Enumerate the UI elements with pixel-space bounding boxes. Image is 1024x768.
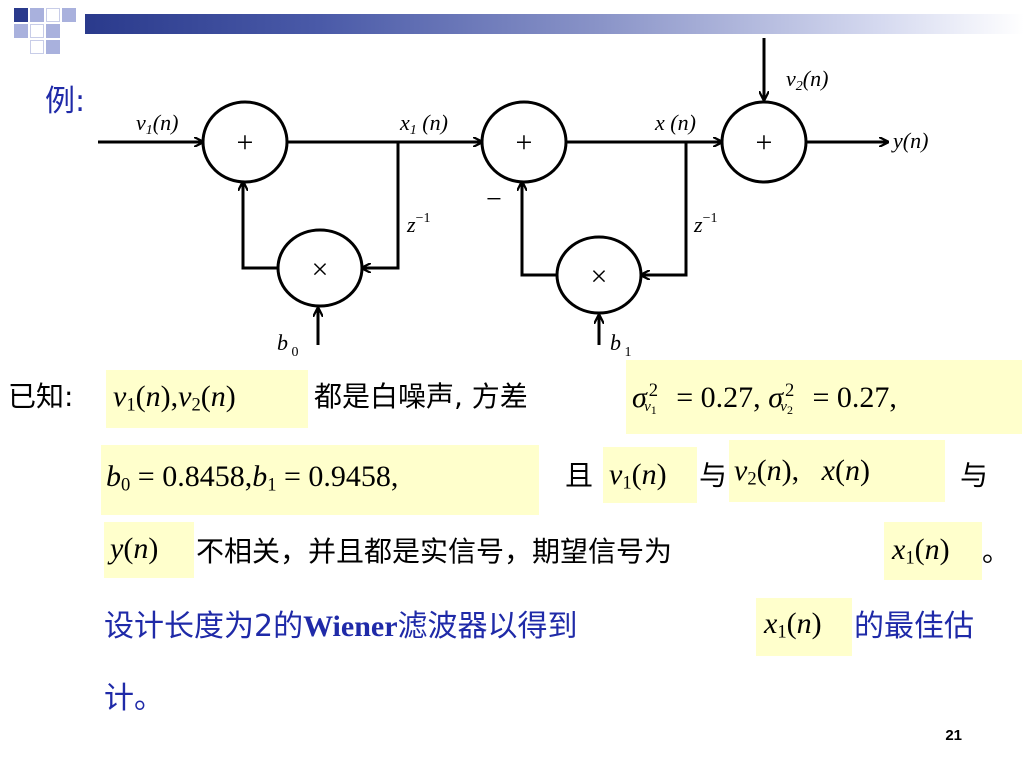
- label-b0: b 0: [277, 330, 299, 360]
- label-v1: v1(n): [136, 110, 178, 138]
- line2-with2: 与: [960, 459, 989, 492]
- feedback-path-2: [522, 182, 557, 277]
- adder-2: [480, 100, 568, 184]
- line2-with1: 与: [699, 459, 728, 492]
- line4-text3: 的最佳估: [854, 609, 974, 644]
- formula-x1-desired: [884, 522, 982, 580]
- label-x1: x1 (n): [399, 110, 448, 138]
- multiplier-1: [276, 228, 364, 308]
- line1-mid-text: 都是白噪声, 方差: [314, 380, 528, 413]
- multiplier-2: [555, 235, 643, 315]
- delay-path-1: [362, 142, 400, 268]
- title-decoration: [0, 0, 90, 60]
- formula-y: [104, 522, 194, 578]
- adder-3: [720, 100, 808, 184]
- multiplier-2-symbol: ×: [591, 260, 608, 293]
- known-prefix: 已知:: [8, 380, 74, 413]
- formula-v2-x: [729, 440, 945, 502]
- formula-v1-v2-text: v1(n),v2(n): [113, 380, 236, 416]
- line3-text: 不相关，并且都是实信号，期望信号为: [196, 535, 673, 568]
- label-y: y(n): [891, 128, 928, 153]
- formula-y-text: y(n): [110, 532, 159, 565]
- label-z-left: z−1: [406, 211, 430, 237]
- adder-1: [201, 100, 289, 184]
- formula-variance: [626, 360, 1022, 434]
- formula-x1-estimate: [756, 598, 852, 656]
- adder-1-symbol: +: [237, 126, 254, 159]
- line3-period: 。: [982, 535, 1011, 568]
- formula-v2-x-text: v2(n), x(n): [734, 454, 870, 490]
- formula-v1-b: [603, 447, 697, 503]
- line2-and: 且: [565, 459, 594, 492]
- formula-v1-b-text: v1(n): [609, 458, 667, 494]
- label-x: x (n): [654, 110, 696, 135]
- title-bar: [85, 14, 1024, 34]
- label-minus: −: [486, 184, 502, 215]
- formula-x1-estimate-text: x1(n): [764, 607, 822, 643]
- multiplier-1-symbol: ×: [312, 253, 329, 286]
- label-z-right: z−1: [693, 211, 717, 237]
- page-number: 21: [945, 727, 962, 744]
- adder-2-symbol: +: [516, 126, 533, 159]
- delay-path-2: [641, 142, 688, 275]
- formula-coefficients: [101, 445, 539, 515]
- line4-text1: 设计长度为2的: [104, 609, 304, 644]
- formula-coefficients-text: b0 = 0.8458,b1 = 0.9458,: [106, 460, 399, 496]
- formula-x1-desired-text: x1(n): [892, 533, 950, 569]
- example-label: 例:: [45, 84, 86, 119]
- adder-3-symbol: +: [756, 126, 773, 159]
- line4-wiener: Wiener: [303, 610, 398, 643]
- feedback-path-1: [243, 182, 278, 270]
- label-b1: b 1: [610, 330, 632, 360]
- label-v2: v2(n): [786, 66, 828, 94]
- line4-text2: 滤波器以得到: [397, 609, 578, 644]
- line5-text: 计。: [104, 681, 164, 716]
- block-diagram: + + + × × v1(n) x1 (n) x (n) v2(n) y(n) …: [98, 38, 928, 360]
- line4-sentence: 设计长度为2的Wiener滤波器以得到: [104, 601, 578, 645]
- formula-v1-v2: [106, 370, 308, 428]
